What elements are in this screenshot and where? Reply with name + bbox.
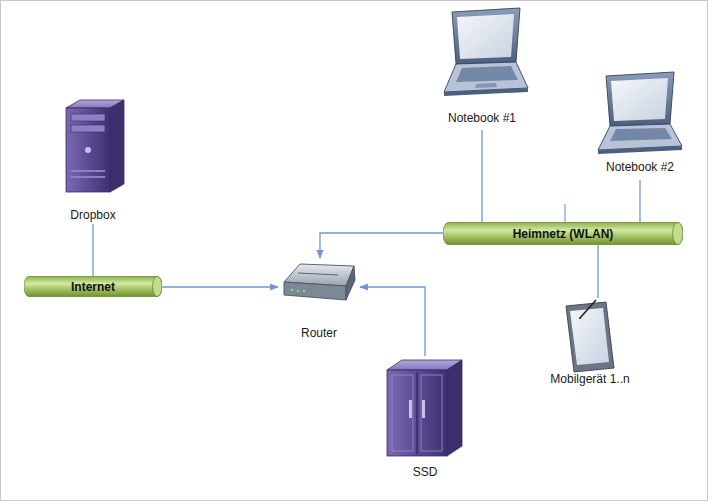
tablet-icon xyxy=(566,300,614,372)
connector xyxy=(360,287,425,356)
connector xyxy=(162,286,278,287)
connector xyxy=(639,180,640,222)
connector xyxy=(92,224,93,276)
server-node: Dropbox xyxy=(53,98,133,224)
band-label: Internet xyxy=(71,280,115,294)
connector xyxy=(481,130,482,222)
laptop-node: Notebook #1 xyxy=(432,5,532,130)
router-node: Router xyxy=(278,258,360,342)
laptop-node: Notebook #2 xyxy=(590,68,690,180)
network-band: Internet xyxy=(24,276,162,297)
device-label: Dropbox xyxy=(70,208,115,222)
laptop-icon xyxy=(598,72,682,154)
device-label: Mobilgerät 1..n xyxy=(550,372,629,386)
stub-line xyxy=(564,204,565,222)
band-label: Heimnetz (WLAN) xyxy=(513,227,614,241)
device-label: Notebook #1 xyxy=(448,111,516,125)
mobile-node: Mobilgerät 1..n xyxy=(535,298,645,388)
device-label: SSD xyxy=(413,465,438,479)
storage-node: SSD xyxy=(382,356,468,482)
storage-icon xyxy=(387,360,462,456)
device-label: Router xyxy=(301,326,337,340)
laptop-icon xyxy=(444,8,528,96)
network-band: Heimnetz (WLAN) xyxy=(443,222,683,245)
connector xyxy=(597,245,598,298)
device-label: Notebook #2 xyxy=(606,160,674,174)
connector xyxy=(320,233,443,258)
router-icon xyxy=(284,264,355,300)
server-icon xyxy=(66,100,124,192)
